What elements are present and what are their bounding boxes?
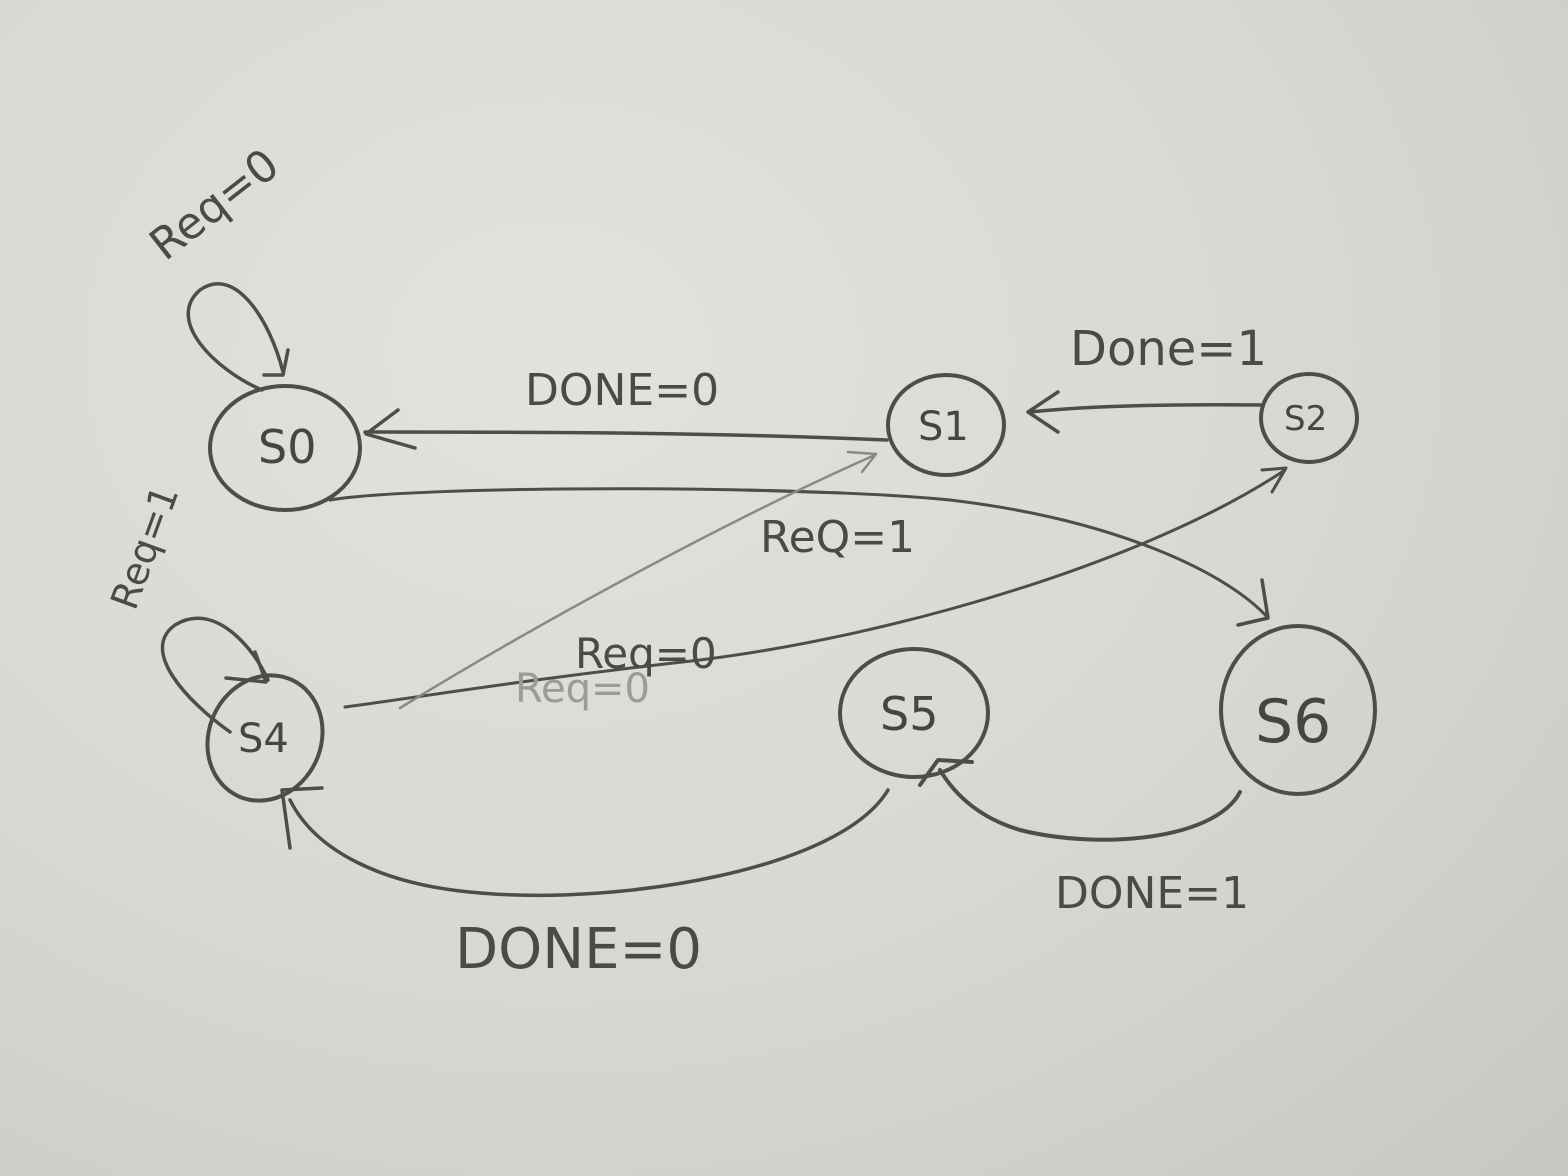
edge-s6-s5-label: DONE=1 xyxy=(1055,868,1249,919)
edge-s2-s1 xyxy=(1028,402,1264,414)
edge-s4-s1-label: Req=0 xyxy=(515,666,650,712)
state-s4-circle xyxy=(205,673,325,803)
edge-s0-s6-arrowhead xyxy=(1236,578,1270,627)
edge-s5-s4-arrowhead xyxy=(280,786,324,850)
edge-s5-s4 xyxy=(288,788,890,898)
edge-s6-s5-arrowhead xyxy=(918,758,974,787)
state-s0-label: S0 xyxy=(258,420,316,474)
edge-s5-s4-label: DONE=0 xyxy=(455,917,702,982)
state-s2-circle xyxy=(1259,372,1359,464)
state-s5-label: S5 xyxy=(880,687,938,741)
state-s0-circle xyxy=(208,384,362,512)
edge-s2-s1-arrowhead xyxy=(1026,390,1060,434)
state-s2-label: S2 xyxy=(1284,399,1327,439)
state-s4-label: S4 xyxy=(238,716,289,762)
edge-s0-s6 xyxy=(328,487,1270,620)
edge-s0-self-loop xyxy=(186,282,285,392)
edge-s4-self-label: Req=1 xyxy=(102,480,187,616)
state-s1-label: S1 xyxy=(918,404,969,450)
edge-s2-s1-label: Done=1 xyxy=(1070,321,1267,377)
state-s6-label: S6 xyxy=(1255,687,1331,757)
edge-s4-s2-arrowhead xyxy=(1260,466,1288,494)
state-s6-circle xyxy=(1219,624,1377,796)
state-s5-circle xyxy=(838,647,990,779)
state-s1-circle xyxy=(886,373,1006,477)
edge-s4-s1 xyxy=(398,453,877,710)
edge-s0-self-label: Req=0 xyxy=(140,139,288,271)
edge-s6-s5 xyxy=(938,768,1242,842)
edge-s4-s2-label: Req=0 xyxy=(575,629,717,678)
edge-s1-s0-label: DONE=0 xyxy=(525,365,719,416)
edge-s4-s2 xyxy=(343,468,1287,709)
edge-s4-s1-arrowhead xyxy=(846,450,878,474)
edge-s1-s0 xyxy=(363,430,889,442)
edge-s0-self-arrowhead xyxy=(262,348,290,377)
edge-s1-s0-arrowhead xyxy=(364,408,417,450)
edge-s4-self-arrowhead xyxy=(224,650,268,684)
edge-s4-self-loop xyxy=(160,616,270,734)
edge-s0-s6-label: ReQ=1 xyxy=(760,512,915,563)
